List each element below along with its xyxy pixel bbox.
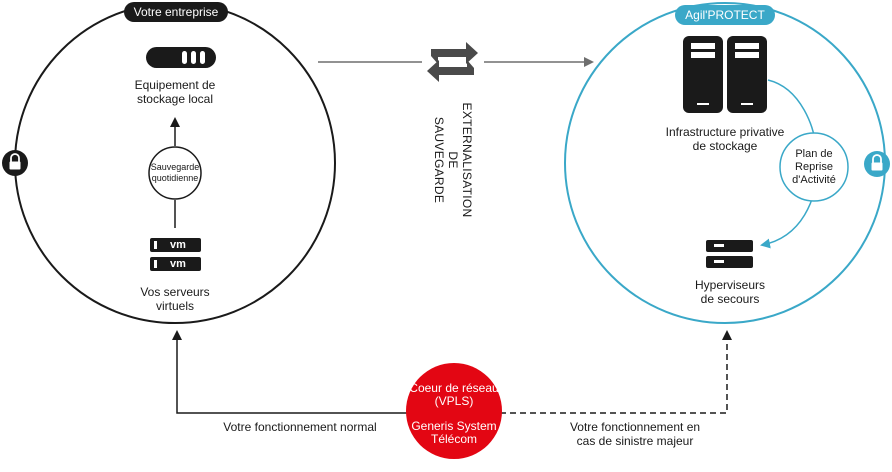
servers-label-line1: Vos serveurs <box>140 285 210 299</box>
lock-icon <box>2 150 28 176</box>
normal-flow-label: Votre fonctionnement normal <box>223 420 377 434</box>
vm-server-icon <box>150 238 201 271</box>
daily-backup-line1: Sauvegarde <box>150 162 200 172</box>
agilprotect-zone-title: Agil'PROTECT <box>675 5 775 25</box>
daily-backup-label: Sauvegarde quotidienne <box>145 162 205 184</box>
network-line4: Télécom <box>430 432 477 446</box>
company-zone-title: Votre entreprise <box>124 2 228 22</box>
vm-badge-2: vm <box>170 258 186 270</box>
servers-label-line2: virtuels <box>155 299 194 313</box>
disaster-flow-line <box>500 330 732 414</box>
externalisation-line2: DE <box>446 151 460 169</box>
network-core-label: Coeur de réseau (VPLS) Generis System Té… <box>406 382 502 446</box>
storage-label-line1: Equipement de <box>134 78 216 92</box>
hyper-label-line1: Hyperviseurs <box>694 278 766 292</box>
externalisation-line3: SAUVEGARDE <box>432 116 446 204</box>
network-line3: Generis System <box>411 419 497 433</box>
normal-flow-line <box>172 330 408 414</box>
pra-line2: Reprise <box>795 161 833 173</box>
vm-badge-1: vm <box>170 239 186 251</box>
server-tower-icon <box>683 36 723 113</box>
disaster-flow-label: Votre fonctionnement en cas de sinistre … <box>550 420 720 448</box>
network-line1: Coeur de réseau <box>409 381 499 395</box>
storage-drive-icon <box>146 47 216 68</box>
sync-arrows-icon <box>427 42 478 82</box>
network-line2: (VPLS) <box>434 394 474 408</box>
storage-label-line2: stockage local <box>136 92 214 106</box>
lock-icon <box>864 151 890 177</box>
server-tower-icon <box>727 36 767 113</box>
infra-label-line1: Infrastructure privative <box>665 125 785 139</box>
infra-label-line2: de stockage <box>692 139 758 153</box>
externalisation-line1: EXTERNALISATION <box>460 102 474 218</box>
servers-label: Vos serveurs virtuels <box>110 285 240 313</box>
pra-label: Plan de Reprise d'Activité <box>780 148 848 187</box>
hypervisor-icon <box>706 240 753 268</box>
infra-label: Infrastructure privative de stockage <box>650 125 800 153</box>
network-core-circle <box>406 363 502 459</box>
pra-circle <box>779 132 849 202</box>
pra-line3: d'Activité <box>792 174 836 186</box>
hyper-label: Hyperviseurs de secours <box>665 278 795 306</box>
pra-line1: Plan de <box>795 148 833 160</box>
daily-backup-circle <box>148 146 202 200</box>
disaster-flow-line1: Votre fonctionnement en <box>569 420 701 434</box>
daily-backup-line2: quotidienne <box>151 173 199 183</box>
hyper-label-line2: de secours <box>700 292 760 306</box>
storage-label: Equipement de stockage local <box>110 78 240 106</box>
disaster-flow-line2: cas de sinistre majeur <box>576 434 694 448</box>
